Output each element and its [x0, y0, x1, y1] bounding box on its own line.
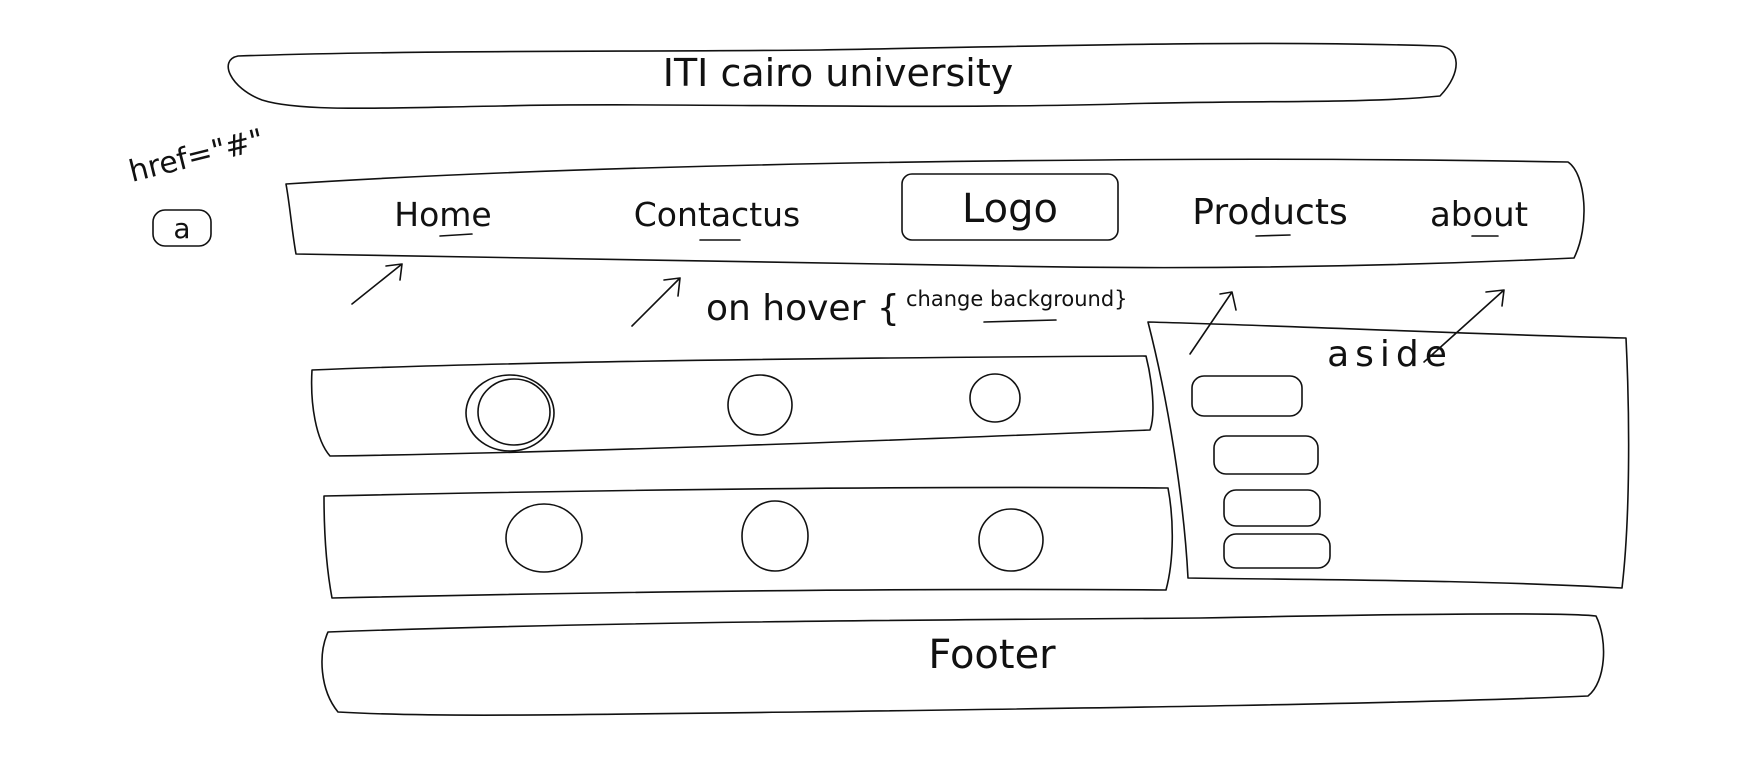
aside-item[interactable] — [1213, 435, 1319, 475]
products-underline — [1255, 234, 1291, 237]
aside-item[interactable] — [1223, 533, 1331, 569]
circle-item — [969, 373, 1021, 423]
nav-item-products[interactable]: Products — [1192, 192, 1347, 233]
arrow-products — [1189, 291, 1237, 355]
anchor-tag-box — [152, 209, 212, 247]
aside-outline — [1147, 321, 1630, 589]
arrow-contactus — [631, 277, 681, 327]
header-title: ITI cairo university — [663, 51, 1014, 95]
circle-item — [477, 378, 551, 446]
hover-note: on hover { — [706, 288, 900, 329]
header-banner: ITI cairo university — [227, 42, 1457, 110]
logo-box — [901, 173, 1119, 241]
circle-item — [505, 503, 583, 573]
circle-item — [727, 374, 793, 436]
circle-item — [978, 508, 1044, 572]
footer-outline — [321, 613, 1605, 716]
nav-bar: Home Contactus Logo Products about — [285, 158, 1585, 269]
hover-annotation: on hover { change background} — [351, 263, 1505, 363]
aside-panel: aside — [1147, 321, 1630, 589]
nav-item-contactus[interactable]: Contactus — [634, 195, 801, 234]
circle-item — [741, 500, 809, 572]
aside-label: aside — [1327, 334, 1453, 375]
footer-label: Footer — [928, 632, 1056, 678]
href-note: href="#" — [125, 123, 267, 190]
arrow-home — [351, 263, 403, 305]
content-row-2 — [323, 486, 1174, 599]
hover-detail: change background} — [906, 287, 1128, 311]
anchor-tag-label: a — [173, 212, 190, 245]
nav-item-about[interactable]: about — [1430, 195, 1528, 235]
link-annotation: href="#" a — [125, 123, 267, 247]
hover-detail-underline — [983, 319, 1057, 323]
nav-item-home[interactable]: Home — [394, 195, 491, 234]
circle-item-outer-stroke — [465, 374, 555, 452]
content-row-1 — [310, 355, 1154, 457]
header-outline — [227, 42, 1457, 110]
content-area — [310, 355, 1174, 599]
nav-outline — [285, 158, 1585, 269]
aside-item[interactable] — [1223, 489, 1321, 527]
footer-banner: Footer — [321, 613, 1605, 716]
home-underline — [439, 233, 473, 237]
nav-logo[interactable]: Logo — [962, 186, 1058, 232]
aside-item[interactable] — [1191, 375, 1303, 417]
arrow-about — [1423, 289, 1505, 363]
